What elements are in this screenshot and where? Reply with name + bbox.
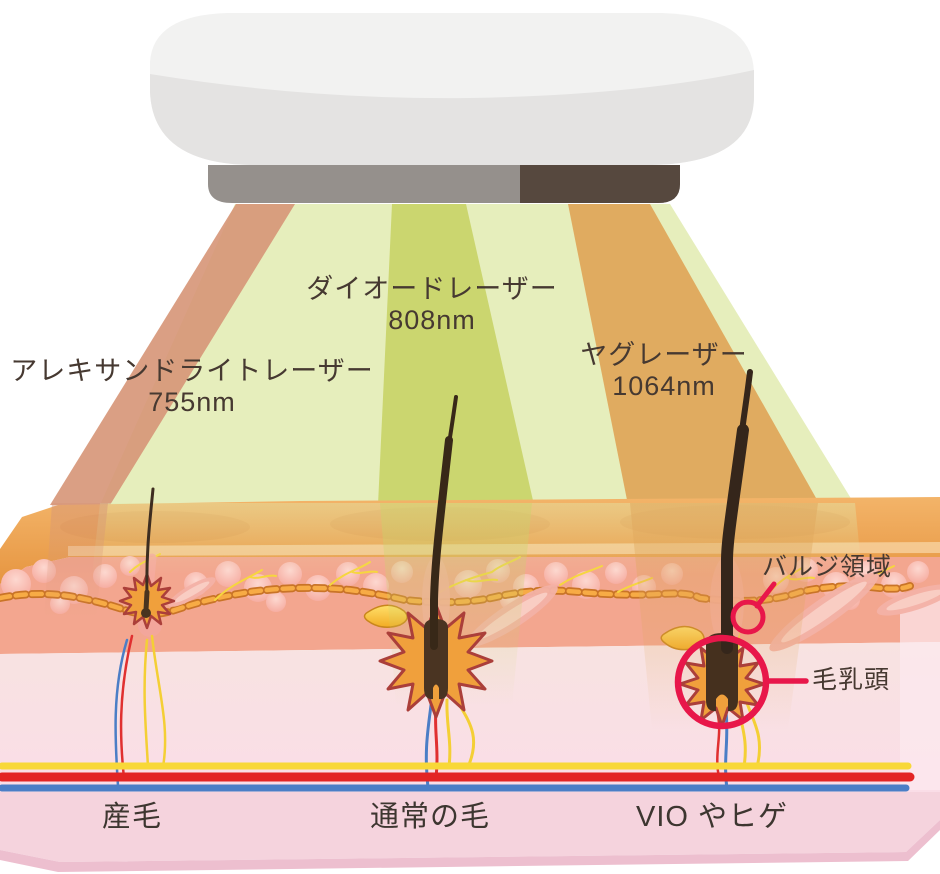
hair-shaft-vellus <box>145 487 155 596</box>
laser-device <box>150 13 754 203</box>
label-hair-normal: 通常の毛 <box>369 801 491 833</box>
beam-alexandrite-755 <box>50 204 295 505</box>
label-laser-alexandrite: アレキサンドライトレーザー 755nm <box>10 356 373 418</box>
laser-name: アレキサンドライトレーザー <box>10 356 374 386</box>
hair-normal <box>378 395 494 719</box>
hair-vellus <box>118 487 176 630</box>
annotation-marks <box>674 581 809 730</box>
device-head-dark <box>520 165 680 203</box>
label-hair-vellus: 産毛 <box>101 801 163 833</box>
laser-beams <box>50 204 855 505</box>
penetration-755 <box>44 503 108 618</box>
hair-root-vellus <box>143 589 150 613</box>
laser-wavelength: 755nm <box>148 387 236 418</box>
label-hair-papilla: 毛乳頭 <box>812 666 891 694</box>
beam-yag-1064 <box>568 204 820 505</box>
hair-shaft-thick <box>721 424 749 654</box>
laser-wavelength: 808nm <box>388 305 476 336</box>
hair-shaft-normal <box>430 436 453 650</box>
label-hair-vio: VIO やヒゲ <box>635 801 789 833</box>
subcutis-band <box>0 792 940 862</box>
beam-diode-808 <box>378 204 534 505</box>
bulge-pointer-line <box>754 581 777 609</box>
label-bulge-region: バルジ領域 <box>762 553 893 581</box>
dermis-right-face <box>900 596 940 790</box>
hair-tip-normal <box>445 395 458 458</box>
hair-tip-thick <box>737 369 753 451</box>
label-laser-diode: ダイオードレーザー 808nm <box>306 274 557 336</box>
hair-bulb-vellus <box>141 608 151 618</box>
laser-name: ヤグレーザー <box>580 340 748 370</box>
hair-thick <box>678 369 766 728</box>
laser-wavelength: 1064nm <box>612 371 716 402</box>
laser-name: ダイオードレーザー <box>306 274 558 304</box>
label-laser-yag: ヤグレーザー 1064nm <box>580 340 747 402</box>
subcutis-edge <box>0 820 940 872</box>
device-body-lower <box>150 70 754 165</box>
bulge-ring <box>730 599 766 635</box>
